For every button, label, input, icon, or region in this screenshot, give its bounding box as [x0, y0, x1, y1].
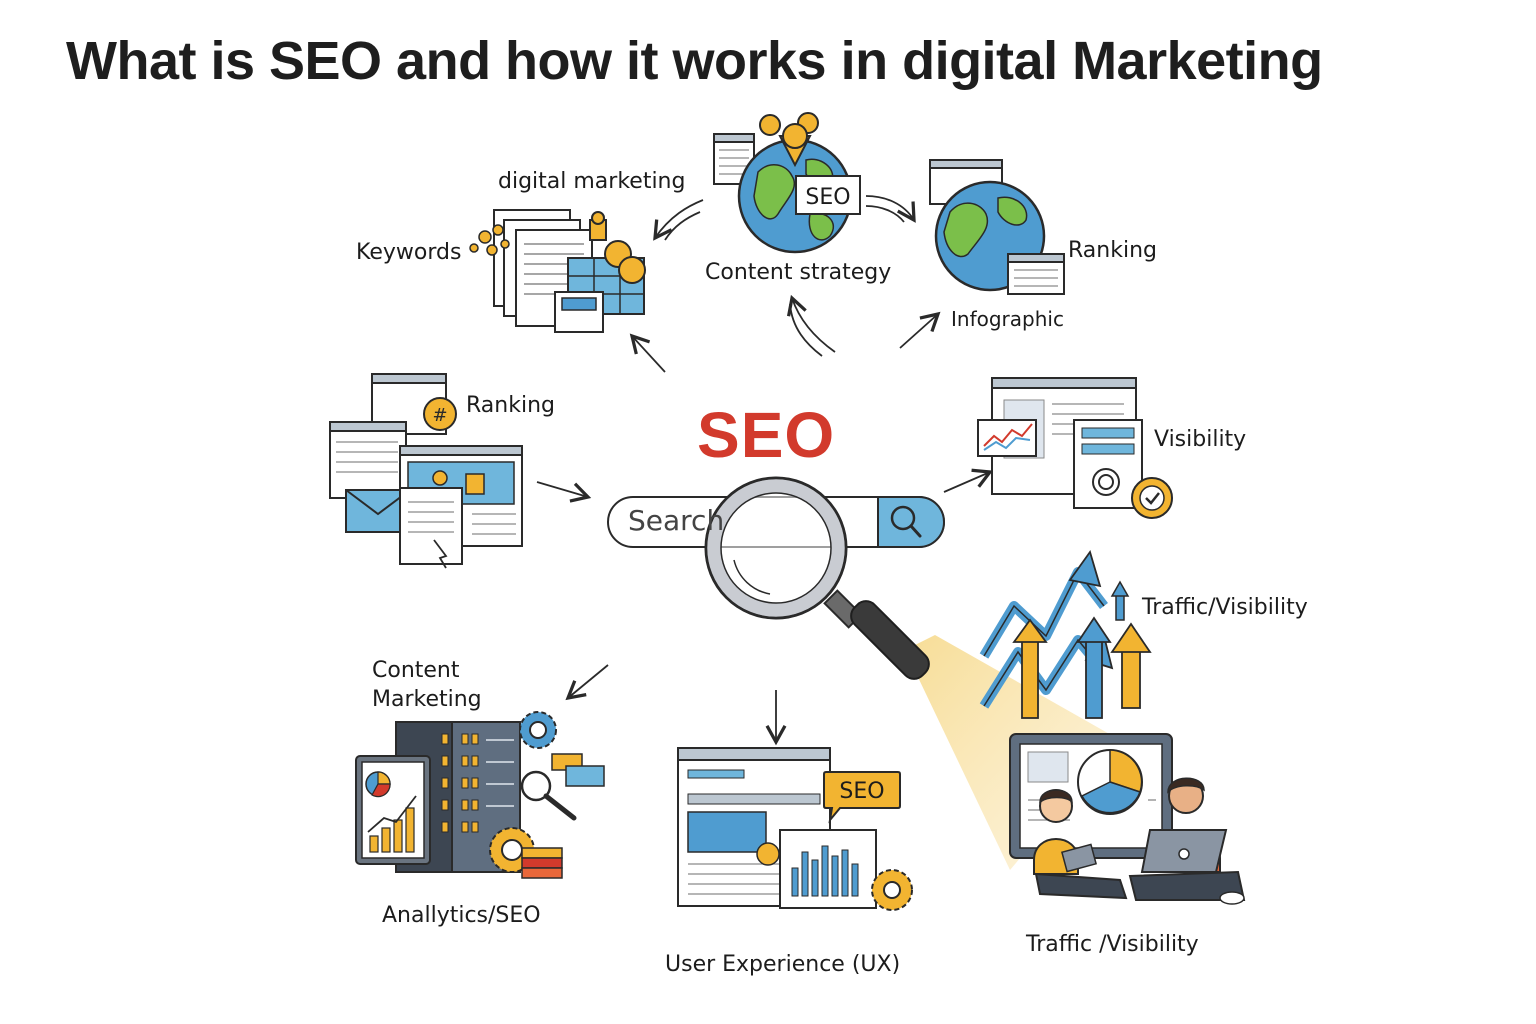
arrow-globe-right-2: [865, 205, 905, 223]
small-up-arrow: [1110, 580, 1130, 621]
arrow-globe-left: [653, 199, 704, 241]
connector-arrows: [536, 195, 994, 746]
gear-ux-icon: [871, 869, 913, 911]
ranking-windows-illustration: #: [329, 373, 523, 569]
globe-content-strategy: [713, 112, 861, 254]
magnifier-icon: [704, 476, 930, 680]
label-ux: User Experience (UX): [665, 952, 901, 977]
arrow-content-curve-up: [787, 294, 836, 353]
traffic-people-illustration: [1009, 733, 1246, 905]
yellow-up-arrow-1: [1012, 618, 1048, 719]
person-man: [1128, 777, 1246, 905]
search-input[interactable]: Search: [628, 504, 725, 537]
globe-infographic: [929, 159, 1065, 295]
magnifier-small-icon: [520, 770, 577, 821]
arrow-globe-right: [865, 195, 916, 223]
yellow-up-arrow-2: [1110, 622, 1152, 709]
label-traffic-visibility-upper: Traffic/Visibility: [1142, 595, 1308, 620]
label-marketing: Marketing: [372, 687, 482, 712]
search-icon: [890, 505, 922, 538]
ux-seo-bubble-text: SEO: [839, 779, 884, 804]
label-content: Content: [372, 658, 460, 683]
label-visibility: Visibility: [1154, 427, 1247, 452]
gear-icon: [519, 711, 557, 749]
arrow-from-ranking: [536, 481, 592, 503]
visibility-windows-illustration: [977, 377, 1173, 519]
label-analytics: Anallytics/SEO: [382, 903, 541, 928]
arrow-content-curve-up-2: [789, 303, 823, 357]
blue-up-arrow: [1076, 616, 1112, 719]
label-ranking-top: Ranking: [1068, 238, 1157, 263]
label-traffic-visibility-lower: Traffic /Visibility: [1026, 932, 1199, 957]
svg-text:#: #: [432, 405, 447, 426]
label-infographic: Infographic: [951, 307, 1064, 331]
label-ranking-left: Ranking: [466, 393, 555, 418]
label-content-strategy: Content strategy: [705, 260, 892, 285]
arrow-to-infographic: [899, 311, 941, 349]
ux-browser-illustration: [677, 747, 913, 911]
label-keywords: Keywords: [356, 240, 462, 265]
arrow-to-keywords: [629, 333, 666, 373]
arrow-globe-left-2: [664, 211, 701, 241]
traffic-growth-arrows-illustration: [979, 549, 1152, 719]
keywords-documents-illustration: [469, 209, 646, 333]
check-badge-icon: [1131, 477, 1173, 519]
page-title: What is SEO and how it works in digital …: [66, 31, 1323, 91]
center-seo-label: SEO: [697, 399, 836, 471]
person-woman: [1033, 789, 1128, 900]
globe-seo-tag: SEO: [805, 185, 850, 210]
pie-chart-icon: [1077, 749, 1143, 815]
hashtag-badge-icon: #: [423, 397, 457, 431]
label-digital-marketing: digital marketing: [498, 169, 686, 194]
arrow-to-content-marketing: [565, 664, 609, 701]
seo-speech-bubble: [823, 771, 901, 824]
analytics-server-illustration: [355, 711, 605, 879]
arrow-to-visibility: [943, 468, 994, 493]
